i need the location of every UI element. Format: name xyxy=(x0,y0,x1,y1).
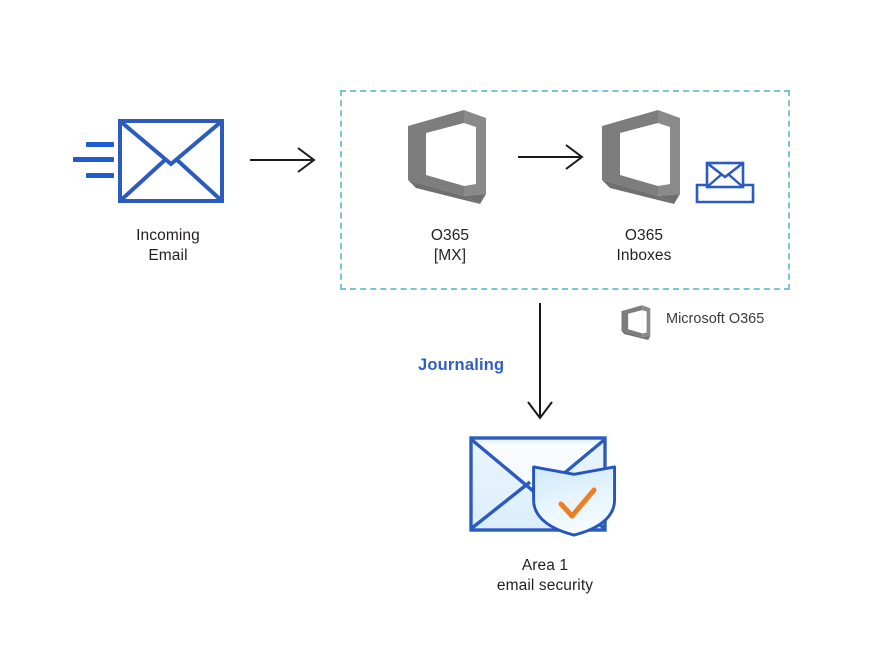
o365-mx-node xyxy=(404,108,496,208)
area1-label: Area 1 email security xyxy=(496,557,594,594)
inbox-tray-badge xyxy=(694,158,756,206)
arrow-inboxes-to-area1 xyxy=(518,303,562,423)
legend-item-label: Microsoft O365 xyxy=(666,311,765,327)
arrow-mx-to-inboxes xyxy=(518,142,598,172)
office365-icon xyxy=(408,110,486,204)
arrow-incoming-to-mx xyxy=(250,145,330,175)
incoming-email-node xyxy=(70,112,240,212)
email-shield-icon xyxy=(469,436,617,537)
office365-icon xyxy=(621,305,651,340)
journaling-label: Journaling xyxy=(418,356,505,374)
incoming-email-label: Incoming Email xyxy=(136,227,200,264)
motion-lines-icon xyxy=(73,142,114,178)
o365-inboxes-label: O365 Inboxes xyxy=(616,227,672,264)
envelope-icon xyxy=(118,119,224,203)
o365-mx-label: O365 [MX] xyxy=(430,227,470,264)
inbox-tray-icon xyxy=(695,161,755,204)
area1-node xyxy=(466,432,638,542)
legend: Microsoft O365 xyxy=(620,303,800,345)
microsoft-o365-zone-boundary xyxy=(340,90,790,290)
o365-inboxes-node xyxy=(598,108,690,208)
office365-icon xyxy=(602,110,680,204)
